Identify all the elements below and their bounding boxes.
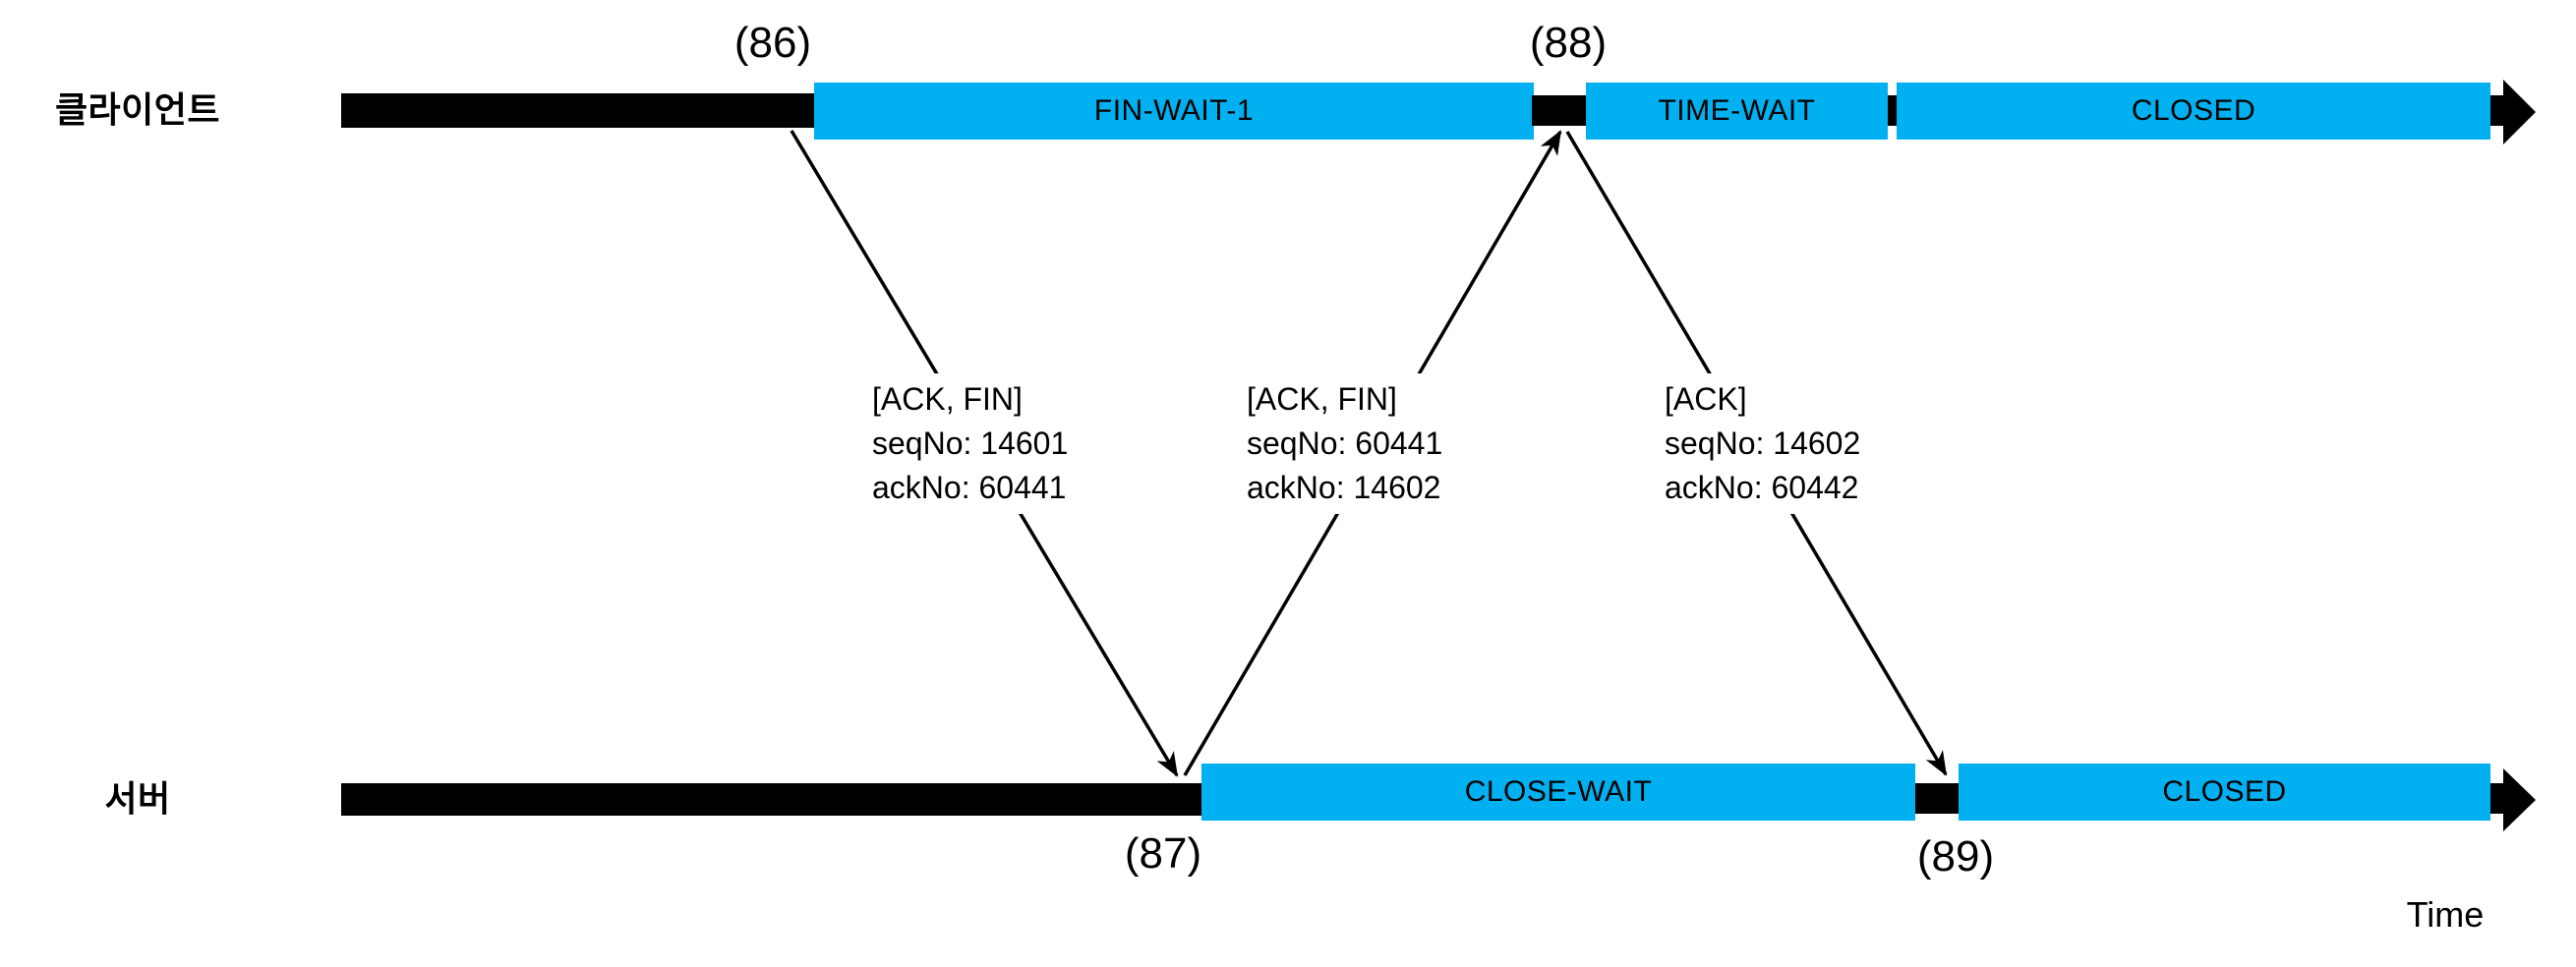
packet-seq: seqNo: 14602: [1665, 426, 1861, 461]
client-timeline-arrowhead-icon: [2503, 80, 2536, 144]
time-axis-label: Time: [2406, 894, 2485, 935]
packet-seq: seqNo: 60441: [1247, 426, 1443, 461]
packet-flags: [ACK]: [1665, 381, 1747, 417]
client-timeline-tick: [1888, 95, 1897, 126]
server-timeline-start-segment: [341, 783, 1201, 816]
packet-label-ack: [ACK] seqNo: 14602 ackNo: 60442: [1655, 373, 1871, 514]
packet-flags: [ACK, FIN]: [1247, 381, 1397, 417]
client-state-label-closed: CLOSED: [2131, 94, 2256, 127]
client-state-bar-fin-wait-1: FIN-WAIT-1: [814, 83, 1534, 140]
event-label-87: (87): [1124, 829, 1202, 878]
packet-flags: [ACK, FIN]: [872, 381, 1023, 417]
packet-label-fin-1: [ACK, FIN] seqNo: 14601 ackNo: 60441: [862, 373, 1079, 514]
event-label-88: (88): [1529, 19, 1608, 67]
server-state-bar-closed: CLOSED: [1959, 764, 2490, 821]
packet-ack: ackNo: 14602: [1247, 470, 1441, 505]
client-timeline-start-segment: [341, 93, 814, 128]
client-timeline-segment-88: [1532, 95, 1586, 126]
packet-ack: ackNo: 60442: [1665, 470, 1859, 505]
client-state-bar-closed: CLOSED: [1897, 83, 2490, 140]
event-label-89: (89): [1916, 832, 1995, 881]
server-state-label-closed: CLOSED: [2162, 775, 2287, 808]
server-timeline-segment-89: [1915, 783, 1959, 814]
server-timeline-arrow-stem: [2490, 783, 2503, 814]
server-actor-label: 서버: [104, 778, 171, 819]
server-state-label-close-wait: CLOSE-WAIT: [1464, 775, 1653, 808]
client-state-label-fin-wait-1: FIN-WAIT-1: [1093, 94, 1255, 127]
packet-label-fin-2: [ACK, FIN] seqNo: 60441 ackNo: 14602: [1237, 373, 1453, 514]
server-timeline-arrowhead-icon: [2503, 768, 2536, 831]
client-state-label-time-wait: TIME-WAIT: [1658, 94, 1816, 127]
client-timeline-arrow-stem: [2490, 95, 2503, 126]
packet-ack: ackNo: 60441: [872, 470, 1067, 505]
client-actor-label: 클라이언트: [54, 89, 221, 130]
server-state-bar-close-wait: CLOSE-WAIT: [1201, 764, 1915, 821]
packet-seq: seqNo: 14601: [872, 426, 1069, 461]
client-state-bar-time-wait: TIME-WAIT: [1586, 83, 1888, 140]
event-label-86: (86): [733, 19, 812, 67]
